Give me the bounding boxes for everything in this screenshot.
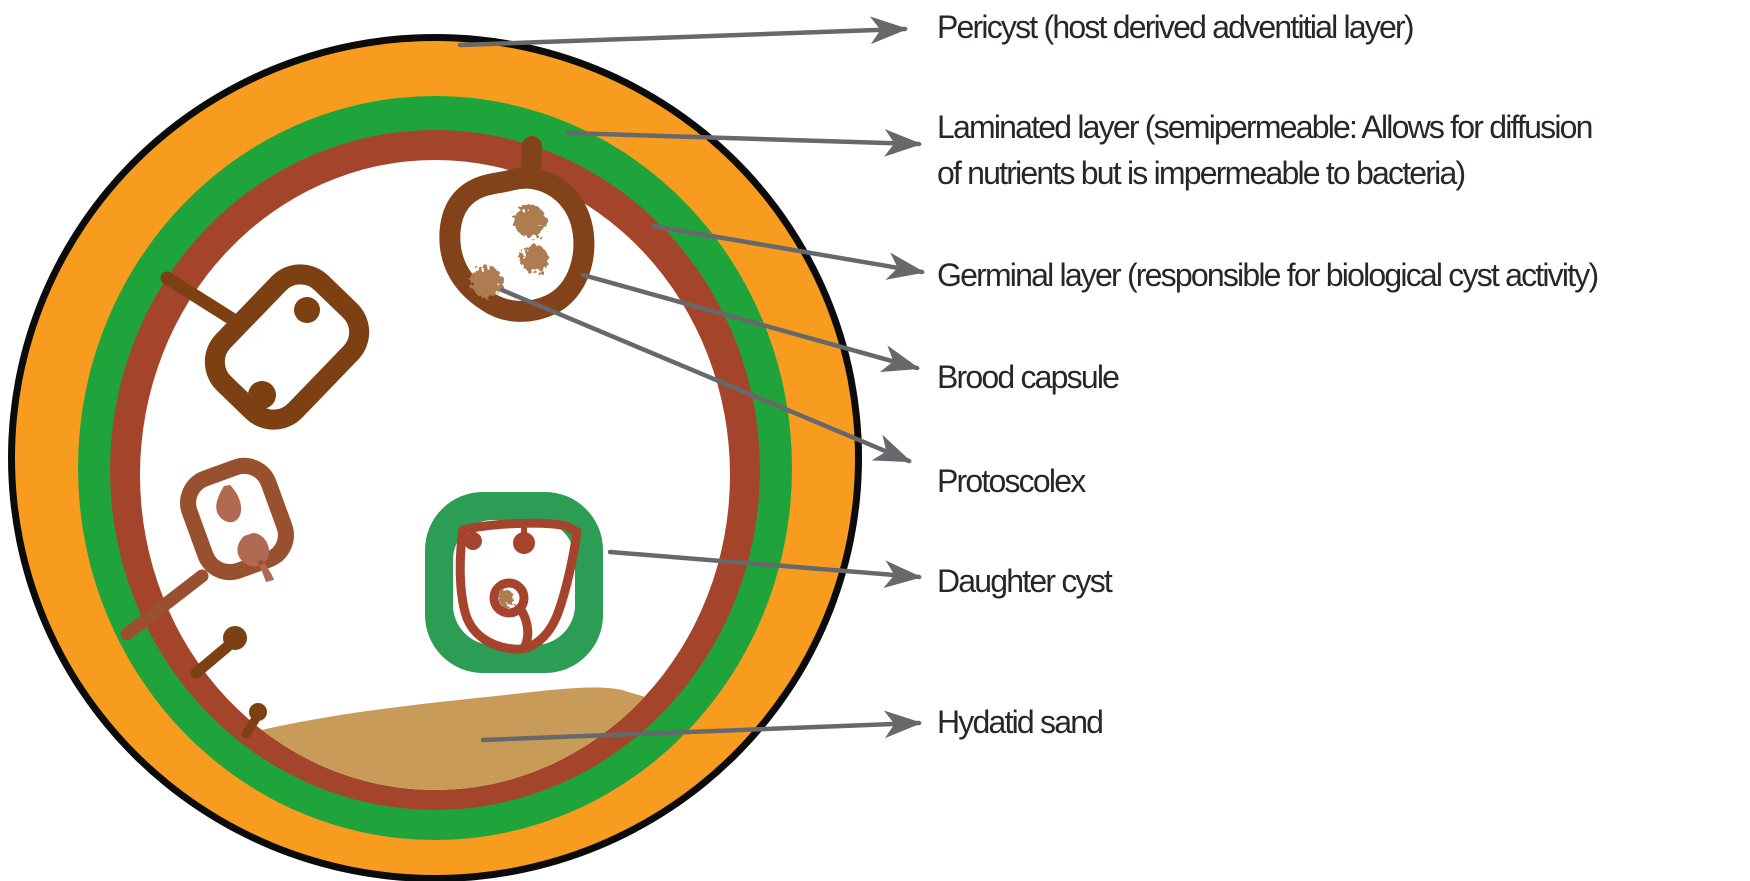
label-protoscolex: Protoscolex <box>937 463 1086 499</box>
protoscolex-spot <box>471 266 503 298</box>
left-capsule-bud <box>248 381 276 409</box>
daughter-bud <box>513 532 535 554</box>
daughter-cyst-arrow <box>607 549 923 589</box>
invaginated-protoscolex-curl <box>489 578 529 618</box>
hydatid-sand-arrow <box>480 710 923 743</box>
left-capsule-wall <box>204 264 370 430</box>
left-brood-capsule <box>160 264 370 430</box>
pericyst-arrow <box>457 16 909 48</box>
label-hydatid-sand: Hydatid sand <box>937 704 1104 740</box>
brood-capsule-wall <box>439 167 595 322</box>
brood-capsule-arrow <box>580 272 921 373</box>
label-laminated-layer-line1: Laminated layer (semipermeable: Allows f… <box>937 109 1593 145</box>
bud-knob <box>249 703 267 721</box>
protoscolex-spot <box>520 245 548 273</box>
small-capsule-stalk <box>120 569 209 641</box>
label-laminated-layer-line2: of nutrients but is impermeable to bacte… <box>937 155 1466 191</box>
invaginated-protoscolex-tail <box>515 603 533 653</box>
small-brood-capsule <box>120 457 294 641</box>
label-daughter-cyst: Daughter cyst <box>937 563 1113 599</box>
laminated-layer-arrow <box>565 129 923 157</box>
brood-capsule <box>439 136 595 322</box>
label-germinal-layer: Germinal layer (responsible for biologic… <box>937 257 1599 293</box>
bud-stalk <box>190 641 233 679</box>
budding-stalks <box>190 626 267 739</box>
protoscolex-arrow <box>499 287 912 464</box>
leader-arrows <box>457 16 926 743</box>
germinal-layer-arrow <box>650 223 926 280</box>
bud-stalk <box>241 715 260 739</box>
protoscolex-spots <box>471 205 548 298</box>
protoscolex-spot <box>498 590 514 606</box>
label-pericyst: Pericyst (host derived adventitial layer… <box>937 9 1415 45</box>
protoscolex-spot <box>514 205 546 237</box>
daughter-bud <box>464 532 482 550</box>
daughter-cyst <box>425 492 603 673</box>
daughter-cyst-inner-membrane <box>455 518 582 654</box>
bud-knob <box>223 626 247 650</box>
left-capsule-bud <box>294 297 320 323</box>
developing-protoscolex <box>237 533 274 582</box>
label-brood-capsule: Brood capsule <box>937 359 1120 395</box>
label-laminated-layer: Laminated layer (semipermeable: Allows f… <box>937 104 1593 196</box>
developing-protoscolex <box>216 485 242 523</box>
